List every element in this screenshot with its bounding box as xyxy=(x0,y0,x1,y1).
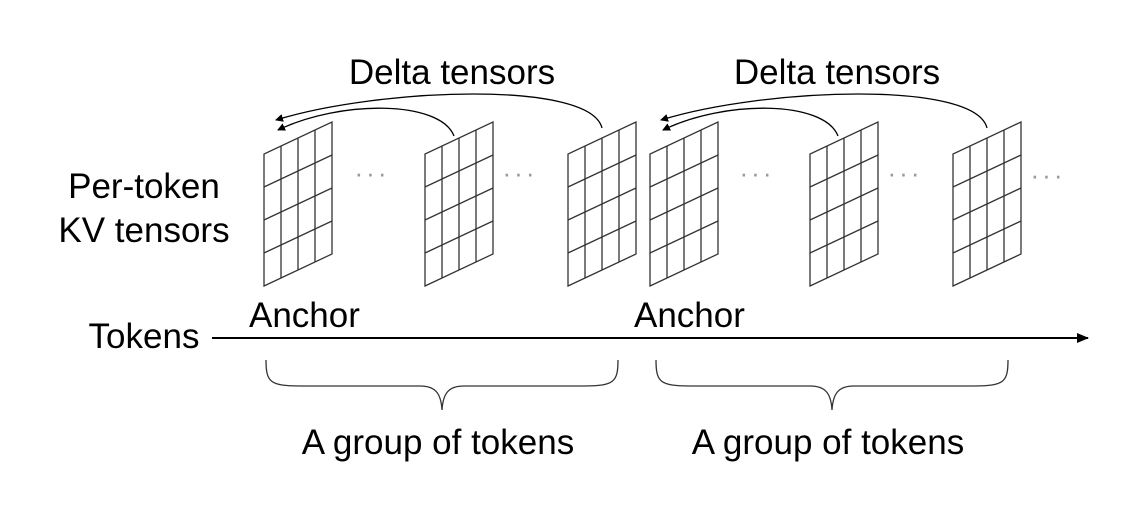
ellipsis-3: ··· xyxy=(740,158,775,188)
anchor-tensor-grid xyxy=(649,120,719,288)
ellipsis-4: ··· xyxy=(888,158,923,188)
delta-arrow-long-1 xyxy=(275,93,603,129)
per-token-label-line2: KV tensors xyxy=(58,211,229,250)
anchor-label-1: Anchor xyxy=(249,296,360,335)
group-label-1: A group of tokens xyxy=(302,423,574,462)
delta-tensor-grid xyxy=(809,120,879,288)
anchor-label-2: Anchor xyxy=(634,296,745,335)
group-label-2: A group of tokens xyxy=(692,423,964,462)
ellipsis-5: ··· xyxy=(1031,160,1066,190)
delta-arrow-short-1 xyxy=(277,107,455,137)
ellipsis-2: ··· xyxy=(503,158,538,188)
anchor-tensor-grid xyxy=(263,120,333,288)
group-brace-1 xyxy=(265,359,619,411)
kv-tensor-grids xyxy=(263,120,1022,288)
ellipsis-1: ··· xyxy=(355,158,390,188)
group-brace-2 xyxy=(655,359,1009,411)
delta-arrow-long-2 xyxy=(660,93,988,129)
delta-tensors-label-1: Delta tensors xyxy=(349,53,555,92)
delta-tensor-grid xyxy=(952,120,1022,288)
delta-tensors-label-2: Delta tensors xyxy=(734,53,940,92)
per-token-label-line1: Per-token xyxy=(68,167,220,206)
delta-tensor-grid xyxy=(567,120,637,288)
delta-tensor-grid xyxy=(424,120,494,288)
delta-arrow-short-2 xyxy=(662,107,839,137)
tokens-axis-label: Tokens xyxy=(89,317,200,356)
